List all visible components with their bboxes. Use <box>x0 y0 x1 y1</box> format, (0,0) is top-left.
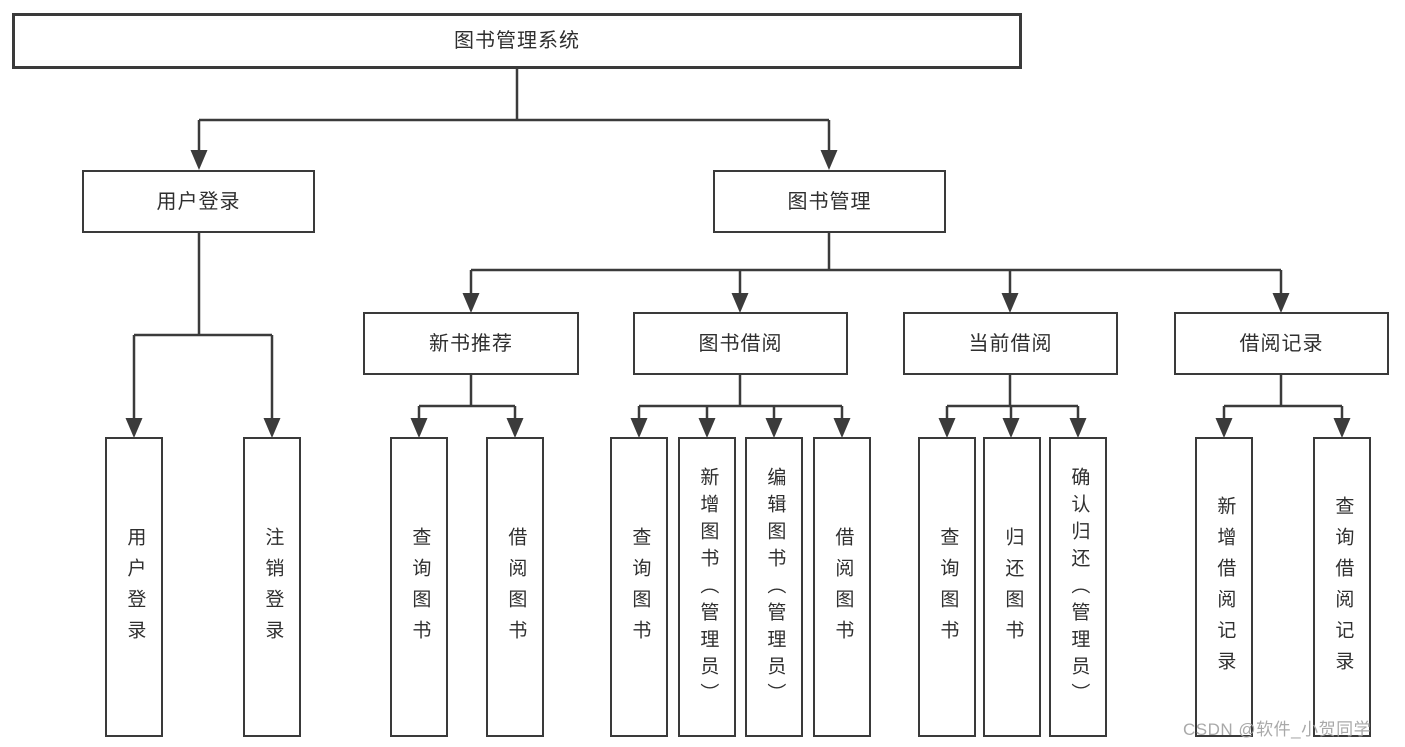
leaf-current-query-books: 查询图书 <box>918 437 976 737</box>
node-user-login-branch: 用户登录 <box>82 170 315 233</box>
leaf-current-return-books: 归还图书 <box>983 437 1041 737</box>
leaf-borrowing-edit-books-admin: 编辑图书（管理员） <box>745 437 803 737</box>
leaf-records-add-record: 新增借阅记录 <box>1195 437 1253 737</box>
node-new-book-recommend: 新书推荐 <box>363 312 579 375</box>
leaf-records-query-record: 查询借阅记录 <box>1313 437 1371 737</box>
node-book-management-branch: 图书管理 <box>713 170 946 233</box>
node-borrowing-records: 借阅记录 <box>1174 312 1389 375</box>
leaf-newbooks-borrow-books: 借阅图书 <box>486 437 544 737</box>
node-book-borrowing: 图书借阅 <box>633 312 848 375</box>
leaf-newbooks-query-books: 查询图书 <box>390 437 448 737</box>
leaf-borrowing-add-books-admin: 新增图书（管理员） <box>678 437 736 737</box>
leaf-logout: 注销登录 <box>243 437 301 737</box>
leaf-user-login: 用户登录 <box>105 437 163 737</box>
node-current-borrowing: 当前借阅 <box>903 312 1118 375</box>
leaf-borrowing-query-books: 查询图书 <box>610 437 668 737</box>
leaf-current-confirm-return-admin: 确认归还（管理员） <box>1049 437 1107 737</box>
node-root-system: 图书管理系统 <box>12 13 1022 69</box>
leaf-borrowing-borrow-books: 借阅图书 <box>813 437 871 737</box>
arrowhead-icons <box>125 150 1351 438</box>
connector-lines <box>132 69 1344 419</box>
csdn-watermark: CSDN @软件_小贺同学 <box>1183 720 1372 739</box>
